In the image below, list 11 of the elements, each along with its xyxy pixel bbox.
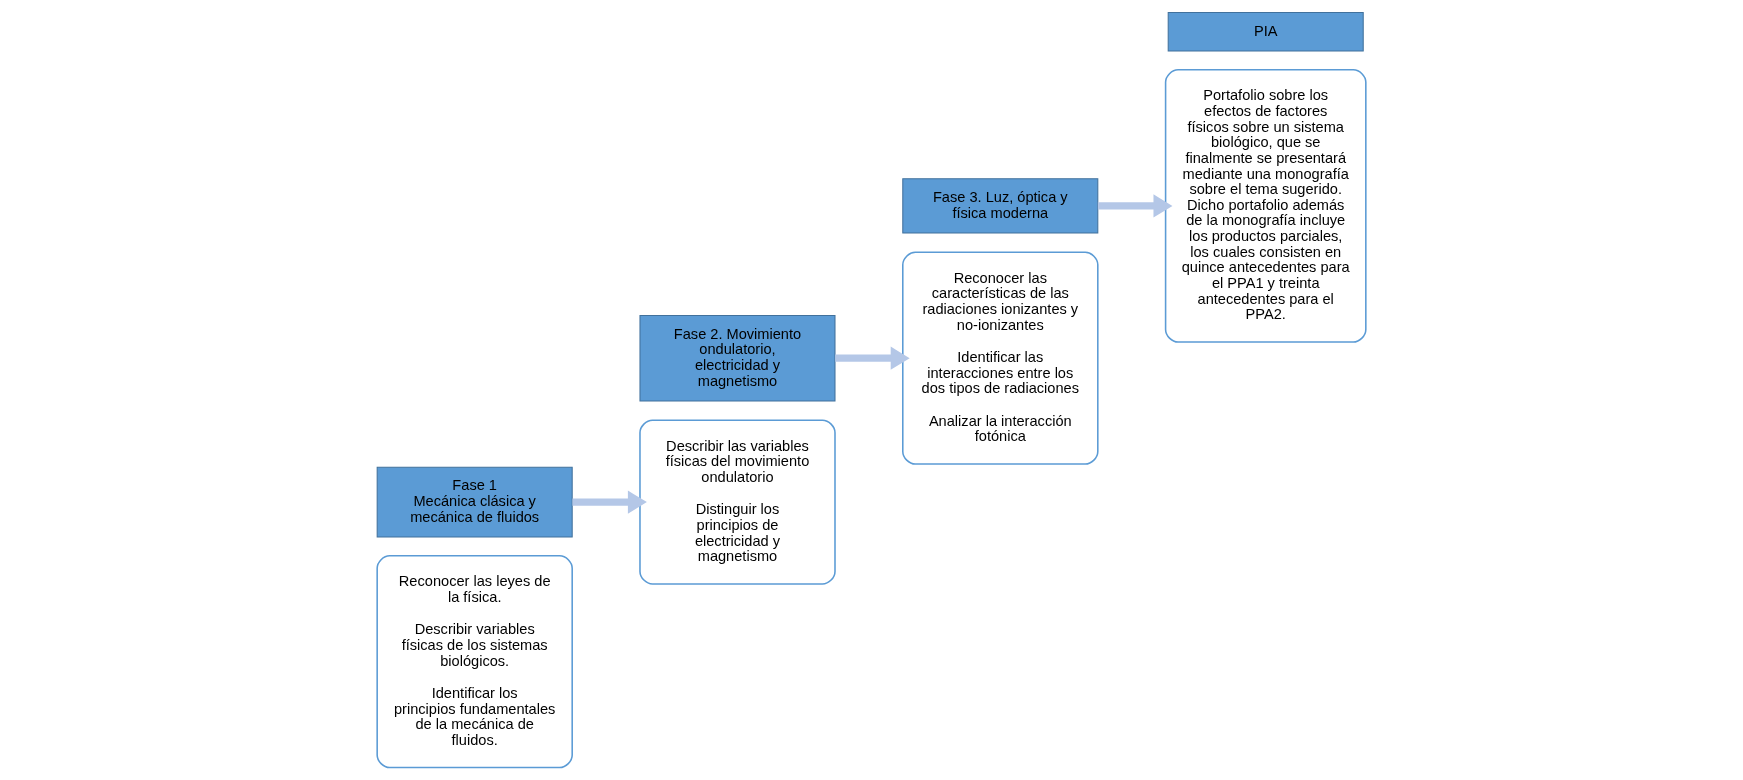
node-box: Portafolio sobre los efectos de factores físicos sobre un sistema biológico, que se finalmente se presentará mediante una monografía sobre el tema sugerido. Dicho portafolio además de la monografía incluye los productos parciales, los cuales consisten en quince antecedentes para el PPA1 y treinta antecedentes para el PPA2.	[1164, 69, 1367, 343]
arrow	[1097, 194, 1173, 218]
node-box: Fase 2. Movimiento ondulatorio, electricidad y magnetismo	[639, 314, 836, 402]
node-box: Reconocer las leyes de la física. Describir variables físicas de los sistemas biológicos. Identificar los principios fundamentales de la mecánica de fluidos.	[376, 555, 573, 769]
node-box: Reconocer las características de las radiaciones ionizantes y no-ionizantes Identificar las interacciones entre los dos tipos de radiaciones Analizar la interacción fotónica	[902, 251, 1099, 465]
arrow	[572, 490, 647, 514]
arrow	[835, 346, 910, 370]
node-box: Fase 1 Mecánica clásica y mecánica de fluidos	[376, 466, 573, 538]
node-box: PIA	[1167, 11, 1364, 52]
node-box: Describir las variables físicas del movimiento ondulatorio Distinguir los principios de electricidad y magnetismo	[639, 419, 836, 585]
node-box: Fase 3. Luz, óptica y física moderna	[902, 178, 1099, 234]
